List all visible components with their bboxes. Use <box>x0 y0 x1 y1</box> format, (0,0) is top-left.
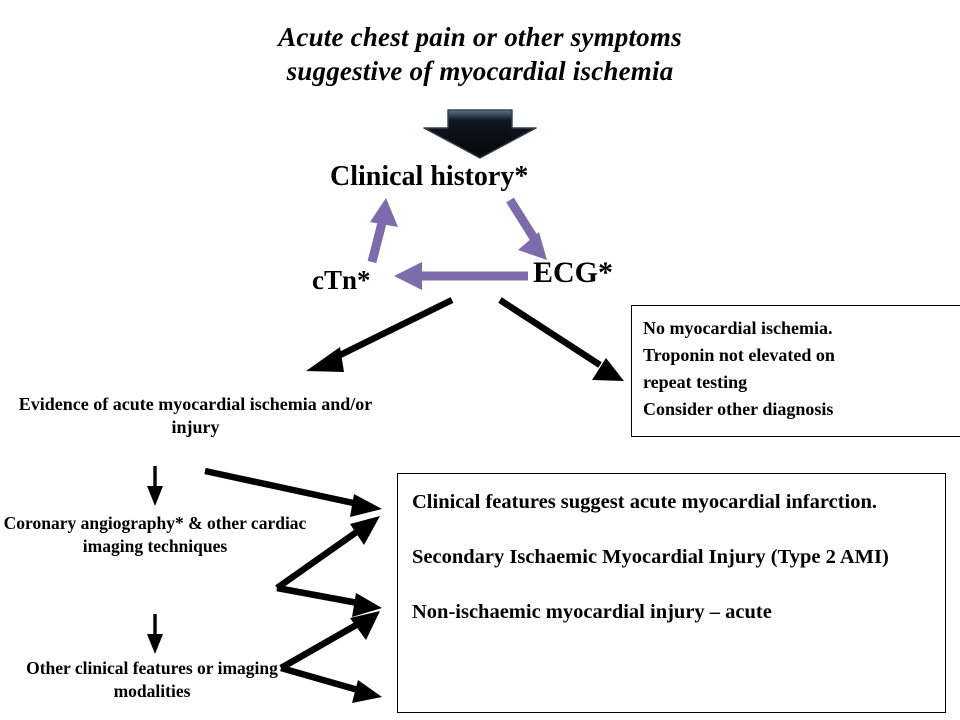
cycle-arrow-icon <box>506 197 547 260</box>
zigzag-arrow-icon <box>204 467 382 517</box>
page-title-line-2: suggestive of myocardial ischemia <box>286 56 674 86</box>
node-clinical-history: Clinical history* <box>330 161 529 192</box>
zigzag-arrow-icon <box>276 584 382 617</box>
branch-arrow-icon <box>306 297 454 372</box>
spacer <box>412 571 945 598</box>
outcome-item-type2-ami: Secondary Ischaemic Myocardial Injury (T… <box>412 546 889 568</box>
box-line: repeat testing <box>643 372 748 392</box>
page-title-line-1: Acute chest pain or other symptoms <box>278 22 682 52</box>
node-coronary-angiography: Coronary angiography* & other cardiac im… <box>3 513 307 556</box>
node-evidence-of-ischemia: Evidence of acute myocardial ischemia an… <box>18 394 373 437</box>
down-arrow-icon <box>423 109 537 159</box>
page-title: Acute chest pain or other symptoms sugge… <box>0 20 960 88</box>
outcome-item-non-ischaemic: Non-ischaemic myocardial injury – acute <box>412 601 772 623</box>
box-line: Troponin not elevated on <box>643 345 835 365</box>
box-line: Consider other diagnosis <box>643 399 834 419</box>
box-no-myocardial-ischemia: No myocardial ischemia. Troponin not ele… <box>631 305 960 437</box>
cycle-arrow-icon <box>367 198 398 264</box>
node-ctn: cTn* <box>312 265 371 295</box>
node-ecg: ECG* <box>533 256 614 289</box>
thin-down-arrow-icon <box>147 614 163 654</box>
node-other-clinical-features: Other clinical features or imaging modal… <box>26 658 278 701</box>
outcome-item-ami: Clinical features suggest acute myocardi… <box>412 491 877 513</box>
cycle-arrow-icon <box>394 262 528 290</box>
thin-down-arrow-icon <box>147 466 163 506</box>
box-clinical-outcomes: Clinical features suggest acute myocardi… <box>397 473 946 713</box>
box-line: No myocardial ischemia. <box>643 318 833 338</box>
branch-arrow-icon <box>498 297 624 381</box>
spacer <box>412 516 945 543</box>
